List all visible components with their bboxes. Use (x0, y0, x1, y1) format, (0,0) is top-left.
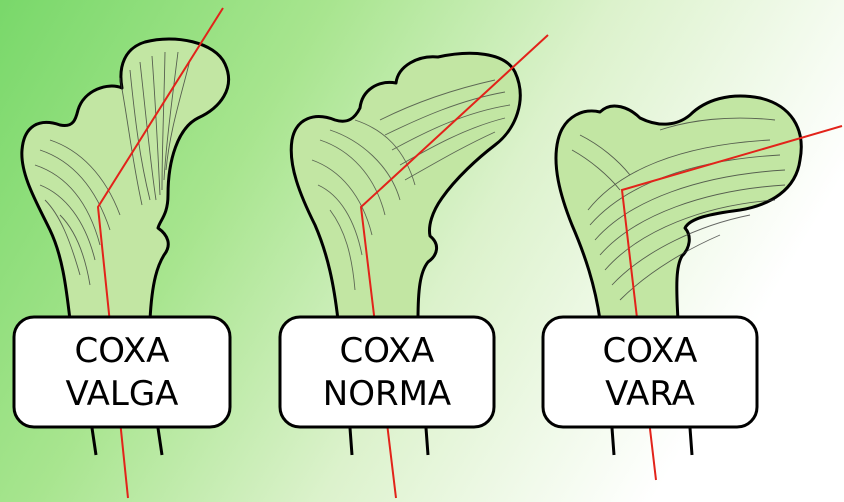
label-norma-line2: NORMA (323, 374, 451, 414)
label-norma-line1: COXA (340, 331, 435, 371)
label-valga-line2: VALGA (66, 374, 179, 414)
label-vara-line1: COXA (603, 331, 698, 371)
label-valga-line1: COXA (75, 331, 170, 371)
label-vara-line2: VARA (605, 374, 695, 414)
